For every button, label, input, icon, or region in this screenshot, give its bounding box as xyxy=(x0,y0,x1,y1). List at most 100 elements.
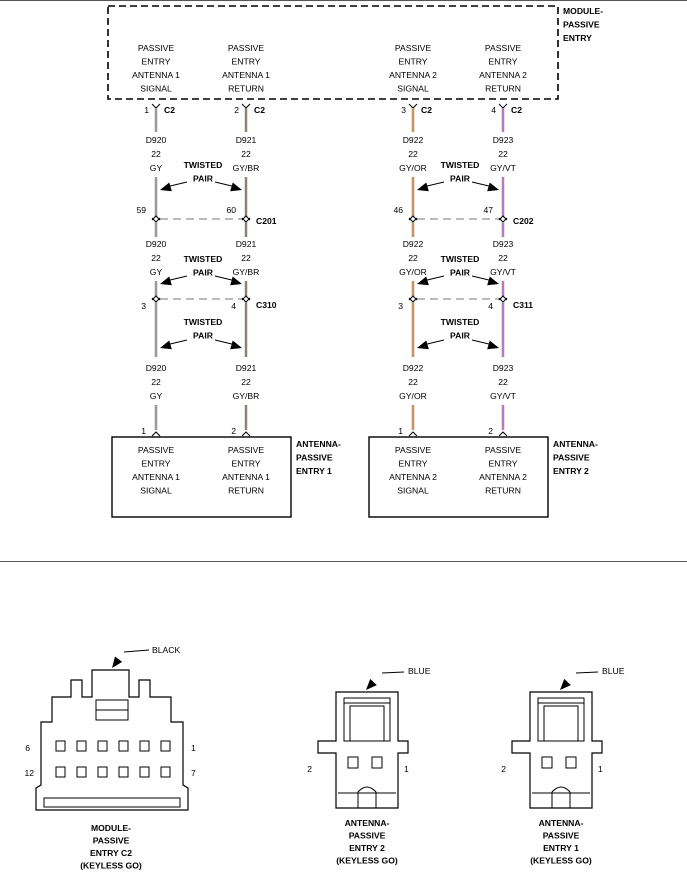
antenna-1-caption-line-3: ENTRY 1 xyxy=(543,843,579,853)
wire-3-c2-mark xyxy=(408,103,418,109)
antenna-2-leader-arrow xyxy=(366,678,377,690)
twisted-pair-2-3-arrow-right xyxy=(487,340,499,350)
antenna-1-color-label: BLUE xyxy=(602,666,625,676)
wire-2-c2-mark xyxy=(241,103,251,109)
module-pin-2-label-line-2: ENTRY xyxy=(232,57,261,67)
wire-4-module-pin: 4 xyxy=(491,105,496,115)
twisted-pair-2-2-arrow-right-shaft xyxy=(471,275,494,282)
antenna-1-caption-line-2: PASSIVE xyxy=(543,831,580,841)
module-c2-pin-cavity xyxy=(118,766,129,778)
module-pin-4-label-line-2: ENTRY xyxy=(489,57,518,67)
antenna-1-pin-1-label-line-1: PASSIVE xyxy=(138,445,174,455)
antenna-2-caption-line-4: (KEYLESS GO) xyxy=(336,856,398,866)
twisted-pair-2-2-label-line-1: TWISTED xyxy=(441,254,480,264)
wire-4-label-c-line-1: D923 xyxy=(493,363,514,373)
wire-1-c310-mark-b xyxy=(151,297,161,303)
module-passive-entry-box xyxy=(107,5,559,100)
wire-3-c201-mark-b xyxy=(408,217,418,223)
module-pin-2-label-line-1: PASSIVE xyxy=(228,43,264,53)
wire-2-module-pin: 2 xyxy=(234,105,239,115)
antenna-2-latch-frame xyxy=(343,697,391,742)
module-c2-connector-body xyxy=(35,669,189,811)
twisted-pair-2-1-label-line-2: PAIR xyxy=(450,174,471,184)
antenna-2-pin-1-label-line-2: ENTRY xyxy=(399,459,428,469)
antenna-2-leader xyxy=(381,671,405,674)
module-pin-1-label-line-3: ANTENNA 1 xyxy=(132,70,180,80)
antenna-2-box xyxy=(368,436,549,518)
wire-3-label-c-line-3: GY/OR xyxy=(399,391,427,401)
wire-4-c310-mark-b xyxy=(498,297,508,303)
module-c2-caption-line-3: ENTRY C2 xyxy=(90,848,132,858)
wire-3-c201-pin: 46 xyxy=(393,205,403,215)
twisted-pair-1-1-arrow-left xyxy=(160,182,172,192)
wire-2-c201-pin: 60 xyxy=(226,205,236,215)
twisted-pair-2-2-label-line-2: PAIR xyxy=(450,268,471,278)
antenna-1-pin-label-2: 2 xyxy=(501,764,506,774)
twisted-pair-2-3-arrow-left-shaft xyxy=(422,339,445,346)
twisted-pair-1-2-arrow-right xyxy=(230,276,242,286)
module-c2-pin-cavity xyxy=(160,740,171,752)
twisted-pair-1-1-arrow-right xyxy=(230,182,242,192)
module-c2-pin-cavity xyxy=(160,766,171,778)
antenna-1-latch-frame xyxy=(537,697,585,742)
wire-4-c201-pin: 47 xyxy=(483,205,493,215)
antenna-1-label-line-2: PASSIVE xyxy=(296,453,333,463)
antenna-2-pin-2-label-line-1: PASSIVE xyxy=(485,445,521,455)
module-pin-4-label-line-3: ANTENNA 2 xyxy=(479,70,527,80)
antenna-2-pin-label-1: 1 xyxy=(404,764,409,774)
twisted-pair-2-1-arrow-right-shaft xyxy=(471,181,494,188)
antenna-2-label-line-2: PASSIVE xyxy=(553,453,590,463)
wire-4-c310-pin: 4 xyxy=(488,301,493,311)
module-c2-leader xyxy=(123,649,150,653)
module-c2-color-label: BLACK xyxy=(152,645,180,655)
wire-3-label-a-line-3: GY/OR xyxy=(399,163,427,173)
wire-2-c310-pin: 4 xyxy=(231,301,236,311)
wire-1-c310-pin: 3 xyxy=(141,301,146,311)
wire-3-label-a-line-1: D922 xyxy=(403,135,424,145)
twisted-pair-1-3-label-line-1: TWISTED xyxy=(184,317,223,327)
module-c2-pin-cavity xyxy=(97,766,108,778)
wire-4-label-c-line-2: 22 xyxy=(498,377,508,387)
wire-3-c2-label: C2 xyxy=(421,105,432,115)
antenna-1-pin-1-label-line-4: SIGNAL xyxy=(140,486,172,496)
antenna-1-pin-2-label-line-3: ANTENNA 1 xyxy=(222,472,270,482)
module-pin-1-label-line-4: SIGNAL xyxy=(140,84,172,94)
module-pin-4-label-line-4: RETURN xyxy=(485,84,521,94)
wire-3-end-pin: 1 xyxy=(398,426,403,436)
c201-label: C201 xyxy=(256,216,277,226)
module-c2-pin-label-6: 6 xyxy=(25,743,30,753)
antenna-1-label-line-1: ANTENNA- xyxy=(296,439,341,449)
wire-2-end-pin: 2 xyxy=(231,426,236,436)
antenna-1-pin-cavity-2 xyxy=(541,756,553,769)
wire-3-module-pin: 3 xyxy=(401,105,406,115)
antenna-2-pin-label-2: 2 xyxy=(307,764,312,774)
module-label-line-1: MODULE- xyxy=(563,6,603,16)
antenna-1-latch-inner xyxy=(543,705,579,742)
twisted-pair-1-2-arrow-right-shaft xyxy=(214,275,237,282)
module-pin-1-label-line-2: ENTRY xyxy=(142,57,171,67)
twisted-pair-1-1-arrow-right-shaft xyxy=(214,181,237,188)
twisted-pair-2-1-arrow-left-shaft xyxy=(422,181,445,188)
module-c2-pin-cavity xyxy=(55,766,66,778)
antenna-1-connector-body xyxy=(511,691,603,809)
wire-1-label-c-line-3: GY xyxy=(150,391,163,401)
antenna-1-pin-2-label-line-2: ENTRY xyxy=(232,459,261,469)
wire-4-c2-mark xyxy=(498,103,508,109)
wire-4-label-b-line-2: 22 xyxy=(498,253,508,263)
antenna-2-label-line-3: ENTRY 2 xyxy=(553,466,589,476)
twisted-pair-2-1-arrow-right xyxy=(487,182,499,192)
twisted-pair-2-3-label-line-2: PAIR xyxy=(450,331,471,341)
module-pin-3-label-line-4: SIGNAL xyxy=(397,84,429,94)
twisted-pair-2-1-label-line-1: TWISTED xyxy=(441,160,480,170)
wire-3-c310-pin: 3 xyxy=(398,301,403,311)
antenna-1-pin-label-1: 1 xyxy=(598,764,603,774)
wire-1-c2-mark xyxy=(151,103,161,109)
wire-3-label-a-line-2: 22 xyxy=(408,149,418,159)
antenna-2-caption-line-1: ANTENNA- xyxy=(345,818,390,828)
module-c2-caption-line-1: MODULE- xyxy=(91,823,131,833)
wire-4-label-a-line-3: GY/VT xyxy=(490,163,517,173)
module-pin-3-label-line-2: ENTRY xyxy=(399,57,428,67)
antenna-1-caption-line-1: ANTENNA- xyxy=(539,818,584,828)
wire-1-module-pin: 1 xyxy=(144,105,149,115)
